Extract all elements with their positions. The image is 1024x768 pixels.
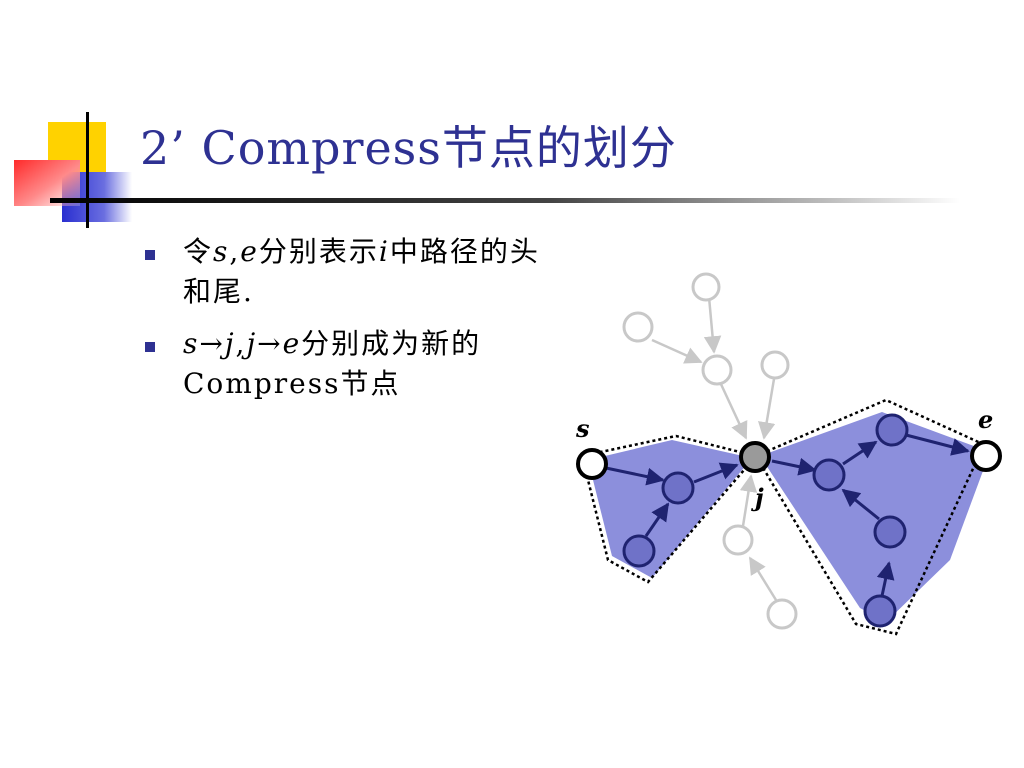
edge-gray <box>758 378 776 440</box>
bullet-list: 令s,e分别表示i中路径的头和尾. s→j,j→e分别成为新的Compress节… <box>145 232 565 416</box>
edge-gray <box>718 381 748 440</box>
compress-node <box>875 413 909 447</box>
edge-gray <box>748 556 778 601</box>
compress-node <box>873 515 907 549</box>
title-rule <box>50 198 960 203</box>
node-e <box>970 440 1002 472</box>
decor-vertical-line <box>86 112 89 228</box>
edge-blue <box>771 457 817 476</box>
compress-node <box>622 534 656 568</box>
tree-node <box>691 272 721 302</box>
edge-blue <box>605 466 665 486</box>
edge-blue <box>876 561 895 597</box>
node-j <box>739 441 771 473</box>
compress-node <box>812 458 846 492</box>
tree-node <box>622 311 654 343</box>
label-e: e <box>978 405 993 434</box>
edge-blue <box>842 440 878 466</box>
left-region-boundary <box>580 434 759 584</box>
compress-node <box>661 471 695 505</box>
edge-blue <box>693 462 739 484</box>
edge-blue <box>841 488 880 521</box>
edge-blue <box>644 502 670 537</box>
node-s <box>576 448 608 480</box>
edge-blue <box>905 433 970 456</box>
label-j: j <box>751 483 764 512</box>
compress-node <box>863 594 897 628</box>
arrow-icon: → <box>199 327 225 360</box>
label-s: s <box>575 414 590 443</box>
edge-gray <box>739 474 758 527</box>
bullet-item-1: 令s,e分别表示i中路径的头和尾. <box>145 232 565 312</box>
left-region <box>588 440 752 578</box>
bullet-marker <box>145 342 155 352</box>
tree-node <box>766 598 798 630</box>
arrow-icon: → <box>257 327 283 360</box>
bullet-item-2: s→j,j→e分别成为新的Compress节点 <box>145 324 565 404</box>
bullet-marker <box>145 250 155 260</box>
edge-gray <box>651 338 703 364</box>
page-title: 2’ Compress节点的划分 <box>140 121 677 175</box>
tree-node <box>722 524 754 556</box>
tree-node <box>701 354 733 386</box>
tree-diagram: s e j <box>575 272 1002 636</box>
tree-node <box>760 350 790 380</box>
